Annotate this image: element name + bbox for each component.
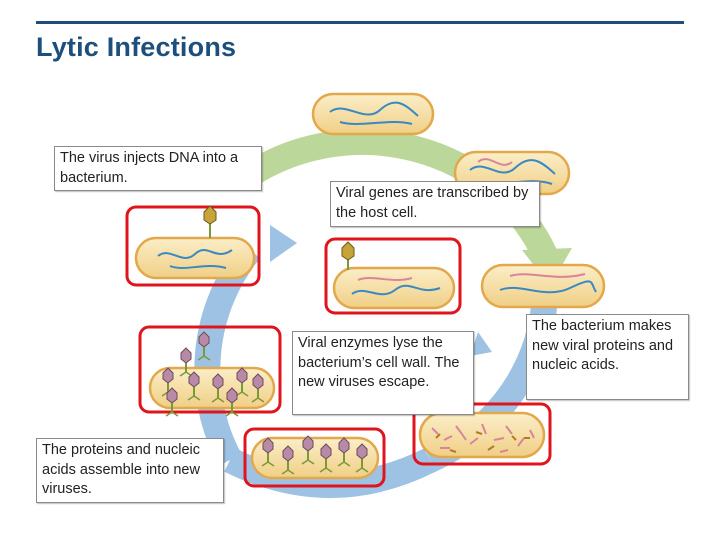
- title-rule: [36, 21, 684, 24]
- phage: [337, 437, 351, 467]
- phage: [197, 331, 211, 361]
- phage-attached: [341, 241, 355, 270]
- phage: [301, 435, 315, 465]
- phage: [355, 443, 369, 473]
- phage: [251, 373, 265, 403]
- bacterium-top: [311, 92, 435, 136]
- slide-title: Lytic Infections: [36, 32, 237, 62]
- phage: [319, 443, 333, 473]
- phage-group-lyse: [161, 331, 265, 417]
- phage: [281, 445, 295, 475]
- cycle-arc-blue-left: [194, 241, 261, 467]
- dna-strand: [351, 284, 441, 296]
- viral-fragments: [431, 423, 535, 453]
- dna-strand: [499, 280, 597, 294]
- phage: [211, 373, 225, 403]
- phage: [235, 367, 249, 397]
- highlight-box-transcribe: [324, 237, 462, 315]
- bacterium-injected: [134, 205, 256, 280]
- dna-strand: [329, 101, 419, 125]
- viral-dna-strand: [509, 273, 586, 278]
- callout-assemble: The proteins and nucleic acids assemble …: [36, 438, 224, 503]
- viral-dna-strand: [357, 277, 413, 281]
- callout-makes-new: The bacterium makes new viral proteins a…: [526, 314, 689, 400]
- phage: [187, 371, 201, 401]
- dna-strand: [157, 249, 233, 269]
- cycle-arrowhead-inner: [470, 332, 492, 356]
- phage: [179, 347, 193, 377]
- phage: [165, 387, 179, 417]
- protein-fragments: [435, 431, 530, 453]
- bacterium-right: [480, 263, 606, 309]
- phage-attached: [203, 205, 217, 238]
- phage: [225, 387, 239, 417]
- highlight-box-inject: [125, 205, 261, 287]
- callout-lyse: Viral enzymes lyse the bacterium’s cell …: [292, 331, 474, 415]
- highlight-box-new-proteins: [412, 402, 552, 466]
- callout-transcribed: Viral genes are transcribed by the host …: [330, 181, 540, 227]
- bacterium-transcribing: [332, 241, 456, 310]
- viral-dna-strand: [477, 158, 513, 166]
- bacterium-new-proteins: [418, 411, 546, 459]
- phage: [261, 437, 275, 467]
- callout-injects: The virus injects DNA into a bacterium.: [54, 146, 262, 191]
- phage-group-assemble: [261, 435, 369, 475]
- cycle-arrowhead-left: [270, 225, 297, 262]
- highlight-box-lyse: [138, 325, 282, 414]
- highlight-boxes: [125, 205, 552, 488]
- highlight-box-assemble: [243, 427, 386, 488]
